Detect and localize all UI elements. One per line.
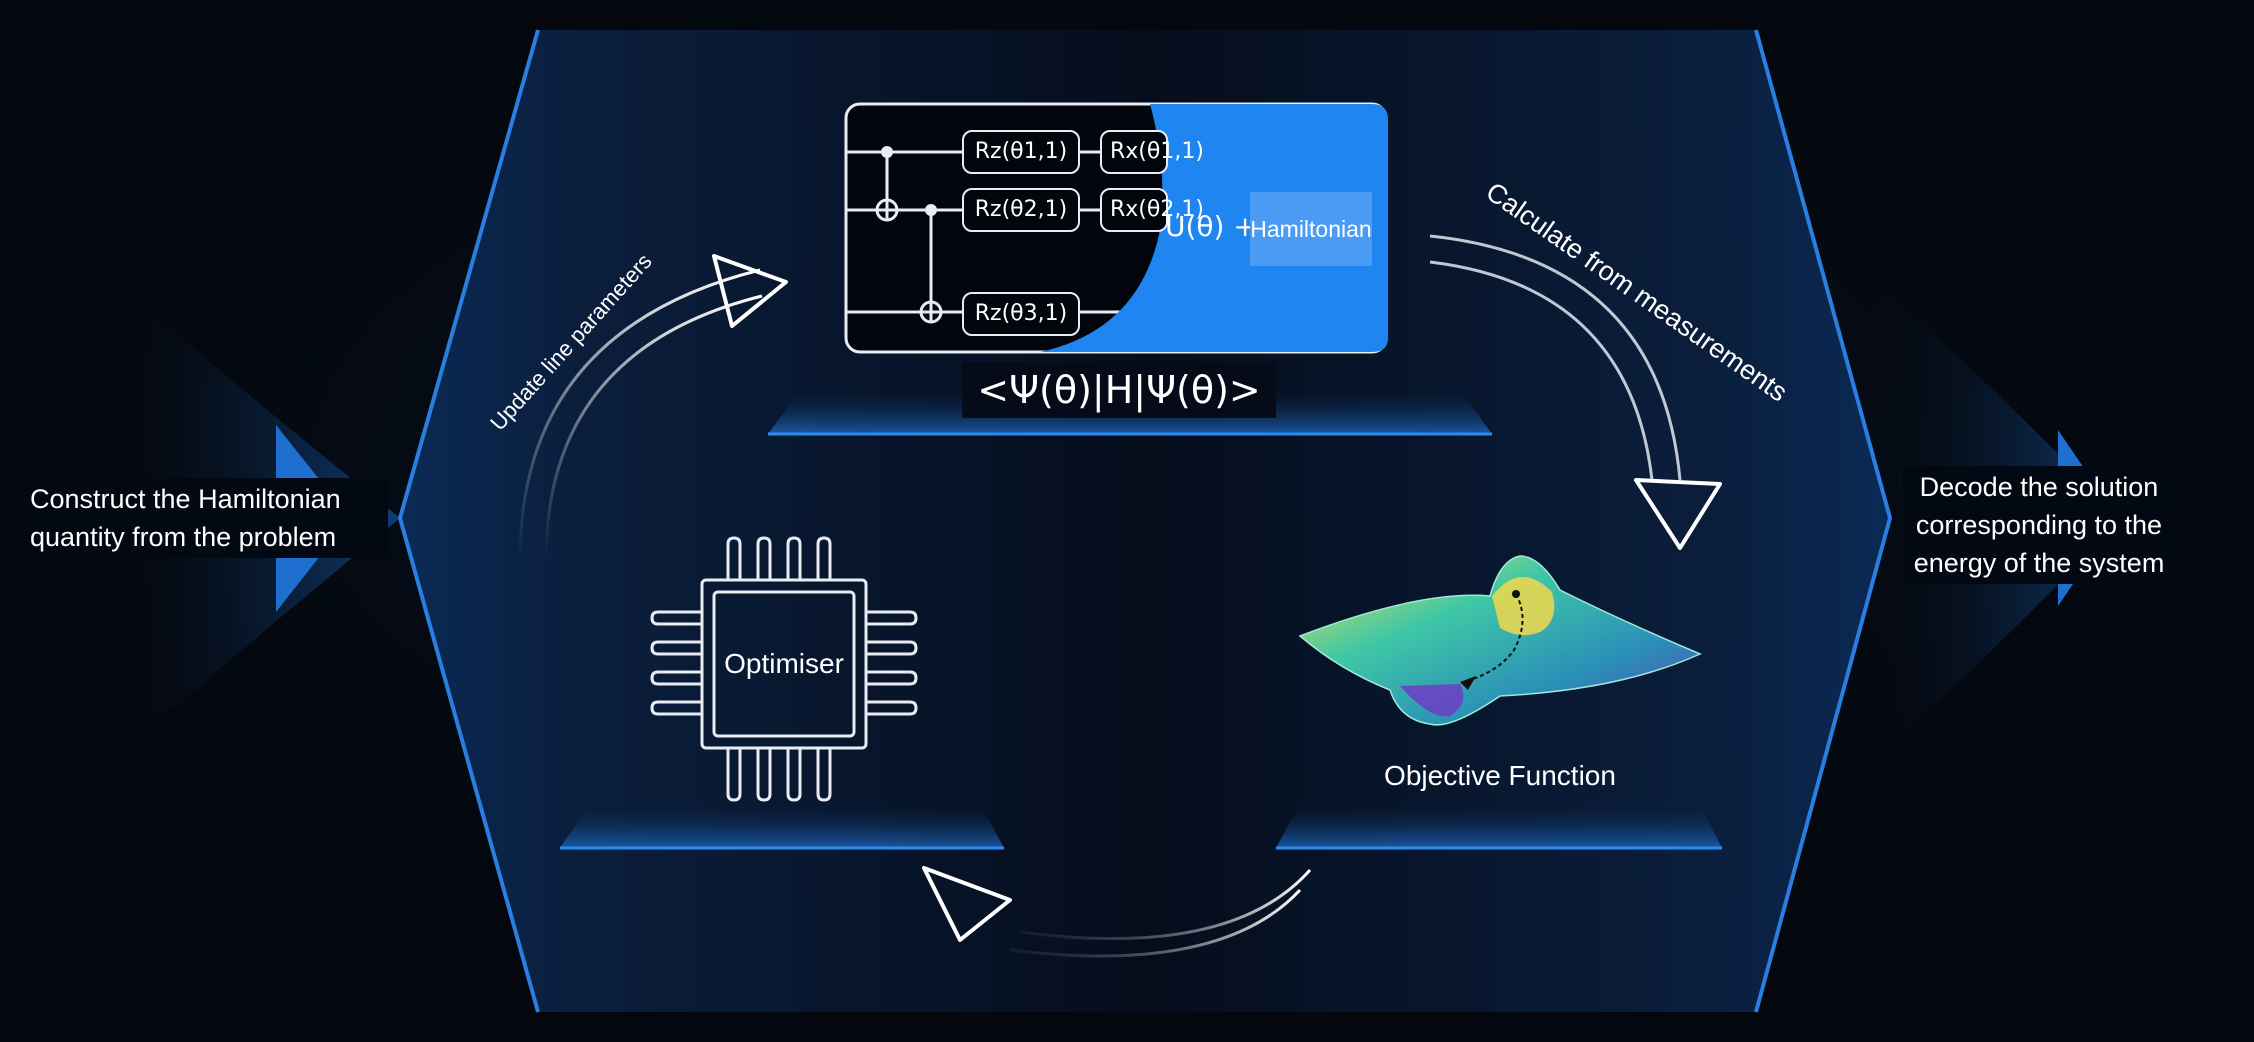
decode-solution-step: Decode the solution corresponding to the… [1902, 466, 2176, 584]
expectation-value: <Ψ(θ)|H|Ψ(θ)> [962, 362, 1276, 418]
unitary-label: U(θ) + [1165, 210, 1257, 243]
optimiser-chip-icon [650, 536, 918, 802]
gate-rz-3: Rz(θ3,1) [962, 292, 1080, 336]
construct-hamiltonian-step: Construct the Hamiltonian quantity from … [22, 478, 388, 558]
objective-surface-icon [1298, 555, 1702, 726]
gate-rz-1: Rz(θ1,1) [962, 130, 1080, 174]
optimiser-label: Optimiser [724, 648, 844, 679]
platform-right [1276, 804, 1722, 850]
hamiltonian-label: Hamiltonian [1250, 192, 1372, 266]
gate-rx-2: Rx(θ2,1) [1100, 188, 1204, 232]
objective-function-label: Objective Function [1384, 760, 1616, 791]
update-arrow [518, 254, 788, 561]
return-arrow [922, 866, 1312, 958]
gate-rz-2: Rz(θ2,1) [962, 188, 1080, 232]
calculate-arrow [1429, 234, 1722, 550]
unitary-overlay [1040, 104, 1388, 352]
gate-rx-1: Rx(θ1,1) [1100, 130, 1204, 174]
platform-left [560, 804, 1004, 850]
